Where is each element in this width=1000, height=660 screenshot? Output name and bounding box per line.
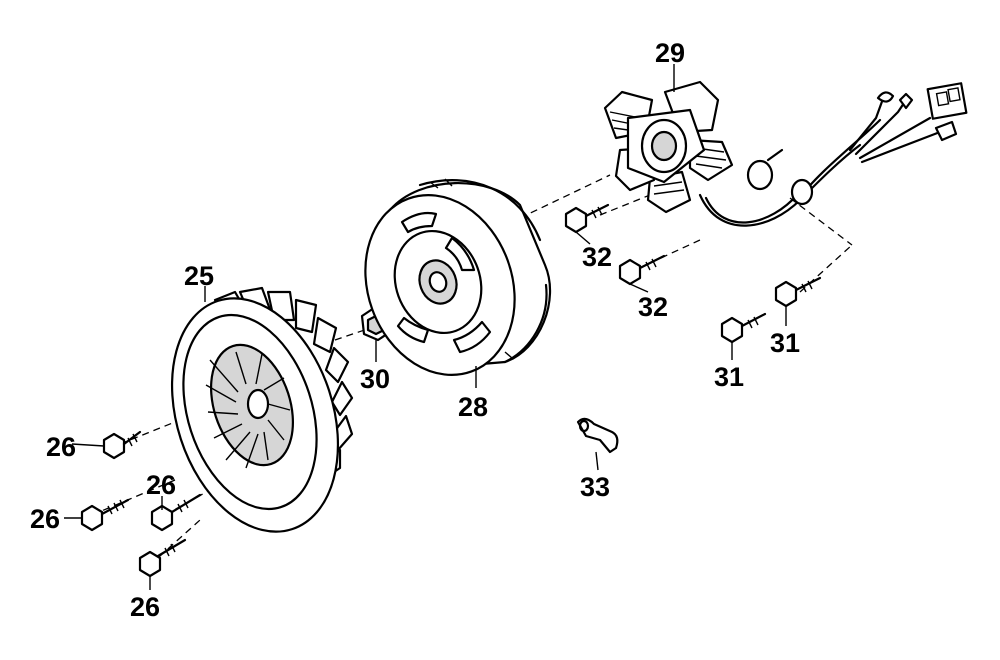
stator-assembly <box>603 80 968 227</box>
fan-bolt-1 <box>102 430 142 460</box>
flywheel-rotor <box>364 178 552 376</box>
label-26-c: 26 <box>146 470 176 500</box>
stator-bolt-32b <box>618 254 666 286</box>
label-29: 29 <box>655 38 685 68</box>
label-31-a: 31 <box>770 328 800 358</box>
wire-clamp <box>576 417 619 454</box>
label-31-b: 31 <box>714 362 744 392</box>
label-26-d: 26 <box>130 592 160 622</box>
fan-bolt-3 <box>150 493 202 532</box>
label-32-b: 32 <box>638 292 668 322</box>
label-33: 33 <box>580 472 610 502</box>
stator-bolt-31a <box>774 276 822 308</box>
stator-bolt-32a <box>564 203 610 234</box>
callout-labels: 25 26 26 26 26 28 29 30 31 31 32 32 33 <box>30 38 800 622</box>
leader-lines <box>64 64 787 590</box>
fan-inner-blades <box>205 351 291 469</box>
fan-bolt-2 <box>80 498 130 532</box>
fan-bolt-4 <box>138 538 187 578</box>
stator-bolt-31b <box>720 312 767 344</box>
label-32-a: 32 <box>582 242 612 272</box>
label-26-b: 26 <box>30 504 60 534</box>
label-30: 30 <box>360 364 390 394</box>
cooling-fan <box>170 286 354 533</box>
label-25: 25 <box>184 261 214 291</box>
label-28: 28 <box>458 392 488 422</box>
label-26-a: 26 <box>46 432 76 462</box>
